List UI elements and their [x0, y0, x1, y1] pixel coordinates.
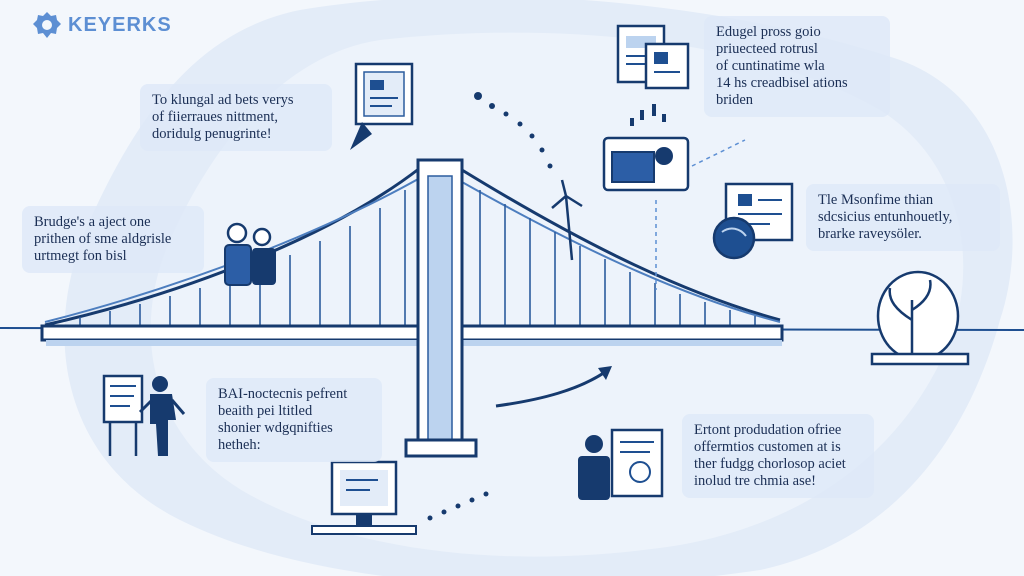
callout-top-left: To klungal ad bets verys of fiierraues n… [140, 84, 332, 151]
bridge-cable-right-2 [461, 181, 781, 323]
documents-icon [350, 62, 414, 150]
callout-line: Ertont produdation ofriee [694, 422, 842, 438]
callout-line: offermtios customen at is [694, 439, 841, 455]
callout-line: inolud tre chmia ase! [694, 473, 816, 489]
plant-icon [870, 270, 970, 366]
callout-line: Brudge's a aject one [34, 214, 151, 230]
folder-icon [602, 136, 690, 192]
callout-line: brarke raveysöler. [818, 226, 922, 242]
callout-mid-left: Brudge's a aject one prithen of sme aldg… [22, 206, 204, 273]
callout-line: shonier wdgqnifties [218, 420, 333, 436]
bridge-tower-base [404, 438, 478, 458]
callout-line: priuecteed rotrusl [716, 41, 818, 57]
callout-line: urtmegt fon bisl [34, 248, 127, 264]
callout-line: Edugel pross goio [716, 24, 821, 40]
puzzle-gear-icon [33, 12, 61, 38]
callout-line: beaith pei ltitled [218, 403, 313, 419]
confetti-icon [630, 104, 666, 126]
callout-line: of fiierraues nittment, [152, 109, 279, 125]
callout-mid-right: Tle Msonfime thian sdcsicius entunhouetl… [806, 184, 1000, 251]
callout-line: doridulg penugrinte! [152, 126, 272, 142]
person-screen-icon [578, 428, 664, 500]
bridge-tower-inner [427, 175, 453, 447]
bridge-deck [40, 324, 784, 342]
callout-line: hetheh: [218, 437, 261, 453]
callout-top-right: Edugel pross goio priuecteed rotrusl of … [704, 16, 890, 117]
callout-line: prithen of sme aldgrisle [34, 231, 172, 247]
callout-bottom-right: Ertont produdation ofriee offermtios cus… [682, 414, 874, 498]
dotted-path [474, 92, 553, 169]
callout-line: ther fudgg chorlosop aciet [694, 456, 846, 472]
presenter-board-icon [102, 374, 186, 456]
callout-line: BAI-noctecnis pefrent [218, 386, 348, 402]
callout-line: To klungal ad bets verys [152, 92, 294, 108]
callout-bottom-left: BAI-noctecnis pefrent beaith pei ltitled… [206, 378, 382, 462]
dashed-connector-2 [691, 139, 746, 167]
computer-monitor-icon [311, 460, 417, 535]
callout-line: briden [716, 92, 754, 108]
globe-icon [712, 182, 794, 260]
dotted-path-2 [427, 491, 489, 521]
brand-name: KEYERKS [68, 13, 172, 36]
callout-line: Tle Msonfime thian [818, 192, 934, 208]
callout-line: 14 hs creadbisel ations [716, 75, 848, 91]
callout-line: of cuntinatime wla [716, 58, 825, 74]
bridge-deck-shadow [46, 340, 782, 346]
curved-arrow-icon [495, 366, 612, 408]
callout-line: sdcsicius entunhouetly, [818, 209, 953, 225]
file-cards-icon [616, 24, 690, 90]
brand-logo: KEYERKS [32, 10, 172, 40]
bridge-cable-right [461, 168, 781, 322]
two-people-icon [224, 222, 276, 286]
wind-turbine-icon [551, 179, 583, 261]
suspension-bridge-icon [40, 158, 784, 458]
